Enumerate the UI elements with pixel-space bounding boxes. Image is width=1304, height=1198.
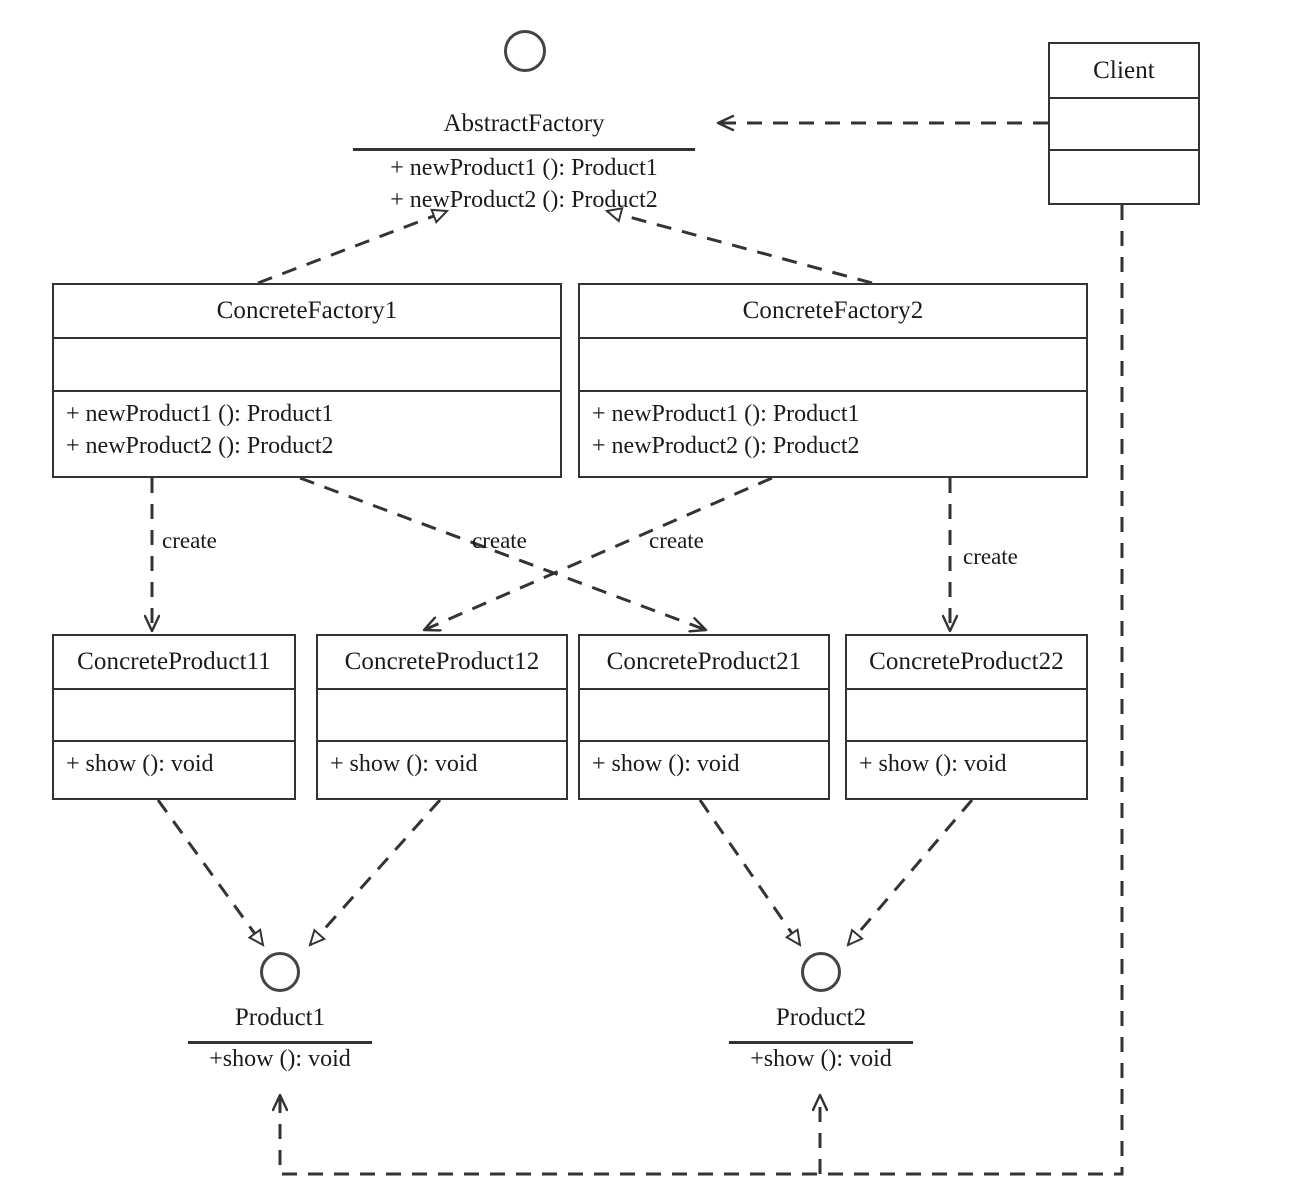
interface-lollipop-icon bbox=[260, 952, 300, 992]
class-attributes-compartment bbox=[580, 339, 1086, 392]
class-box-concrete-product-11[interactable]: ConcreteProduct11 + show (): void bbox=[52, 634, 296, 800]
class-attributes-compartment bbox=[54, 339, 560, 392]
interface-name-abstract-factory: AbstractFactory bbox=[443, 110, 605, 137]
edge-cp11-realizes-product1 bbox=[156, 799, 265, 947]
class-box-concrete-product-22[interactable]: ConcreteProduct22 + show (): void bbox=[845, 634, 1088, 800]
class-attributes-compartment bbox=[54, 690, 294, 742]
interface-name-product-1: Product1 bbox=[234, 1004, 326, 1031]
class-box-concrete-factory-1[interactable]: ConcreteFactory1 + newProduct1 (): Produ… bbox=[52, 283, 562, 478]
class-box-concrete-product-12[interactable]: ConcreteProduct12 + show (): void bbox=[316, 634, 568, 800]
operation-row: + show (): void bbox=[66, 751, 214, 777]
interface-name-product-2: Product2 bbox=[775, 1004, 867, 1031]
interface-operation-2: + newProduct2 (): Product2 bbox=[390, 187, 658, 213]
class-name-compartment: ConcreteProduct21 bbox=[580, 636, 828, 690]
class-name-concrete-product-12: ConcreteProduct12 bbox=[344, 648, 540, 675]
class-name-concrete-product-21: ConcreteProduct21 bbox=[606, 648, 802, 675]
class-box-concrete-product-21[interactable]: ConcreteProduct21 + show (): void bbox=[578, 634, 830, 800]
interface-abstract-factory[interactable]: AbstractFactory + newProduct1 (): Produc… bbox=[353, 28, 695, 218]
operation-row: + newProduct1 (): Product1 bbox=[66, 401, 334, 427]
interface-product-2[interactable]: Product2 +show (): void bbox=[729, 946, 913, 1076]
class-name-concrete-product-22: ConcreteProduct22 bbox=[869, 648, 1064, 675]
edge-cf2-creates-cp12 bbox=[424, 476, 773, 630]
class-attributes-compartment bbox=[1050, 99, 1198, 151]
interface-product-1[interactable]: Product1 +show (): void bbox=[188, 946, 372, 1076]
class-operations-compartment: + newProduct1 (): Product1 + newProduct2… bbox=[580, 392, 1086, 476]
edge-label-create-1: create bbox=[162, 528, 217, 553]
class-operations-compartment bbox=[1050, 151, 1198, 203]
class-attributes-compartment bbox=[318, 690, 566, 742]
class-name-concrete-factory-1: ConcreteFactory1 bbox=[216, 297, 398, 324]
operation-row: + show (): void bbox=[592, 751, 740, 777]
class-name-compartment: ConcreteProduct11 bbox=[54, 636, 294, 690]
interface-divider bbox=[353, 148, 695, 151]
class-name-compartment: ConcreteProduct22 bbox=[847, 636, 1086, 690]
class-name-concrete-product-11: ConcreteProduct11 bbox=[77, 648, 271, 675]
class-operations-compartment: + show (): void bbox=[54, 742, 294, 798]
edge-label-create-4: create bbox=[963, 544, 1018, 569]
class-operations-compartment: + show (): void bbox=[580, 742, 828, 798]
edge-cp21-realizes-product2 bbox=[698, 799, 802, 947]
class-name-compartment: Client bbox=[1050, 44, 1198, 99]
edge-cf1-creates-cp21 bbox=[299, 476, 706, 630]
class-name-compartment: ConcreteFactory2 bbox=[580, 285, 1086, 339]
interface-lollipop-icon bbox=[801, 952, 841, 992]
interface-divider bbox=[729, 1041, 913, 1044]
class-name-compartment: ConcreteProduct12 bbox=[318, 636, 566, 690]
class-box-concrete-factory-2[interactable]: ConcreteFactory2 + newProduct1 (): Produ… bbox=[578, 283, 1088, 478]
edge-label-create-2: create bbox=[472, 528, 527, 553]
operation-row: + newProduct2 (): Product2 bbox=[66, 433, 334, 459]
class-operations-compartment: + show (): void bbox=[847, 742, 1086, 798]
edge-cf2-realizes-abstractfactory bbox=[604, 207, 873, 285]
interface-divider bbox=[188, 1041, 372, 1044]
class-name-compartment: ConcreteFactory1 bbox=[54, 285, 560, 339]
class-attributes-compartment bbox=[580, 690, 828, 742]
operation-row: + newProduct1 (): Product1 bbox=[592, 401, 860, 427]
interface-operation-1: +show (): void bbox=[750, 1046, 892, 1072]
operation-row: + show (): void bbox=[859, 751, 1007, 777]
class-attributes-compartment bbox=[847, 690, 1086, 742]
class-name-client: Client bbox=[1093, 56, 1155, 84]
interface-operation-1: +show (): void bbox=[209, 1046, 351, 1072]
edge-client-to-products-bus bbox=[280, 205, 1124, 1176]
class-operations-compartment: + newProduct1 (): Product1 + newProduct2… bbox=[54, 392, 560, 476]
interface-operation-1: + newProduct1 (): Product1 bbox=[390, 155, 658, 181]
edge-label-create-3: create bbox=[649, 528, 704, 553]
edge-cp22-realizes-product2 bbox=[846, 799, 974, 947]
operation-row: + newProduct2 (): Product2 bbox=[592, 433, 860, 459]
class-box-client[interactable]: Client bbox=[1048, 42, 1200, 205]
edge-cf1-realizes-abstractfactory bbox=[257, 208, 450, 285]
class-name-concrete-factory-2: ConcreteFactory2 bbox=[742, 297, 924, 324]
class-operations-compartment: + show (): void bbox=[318, 742, 566, 798]
operation-row: + show (): void bbox=[330, 751, 478, 777]
interface-lollipop-icon bbox=[504, 30, 546, 72]
edge-cp12-realizes-product1 bbox=[308, 798, 442, 947]
